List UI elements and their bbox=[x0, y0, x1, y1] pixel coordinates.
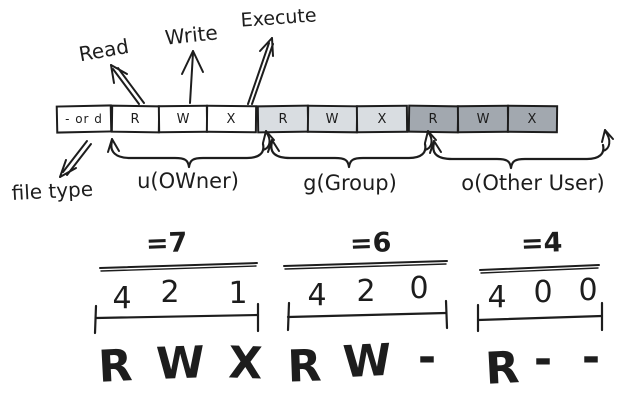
file-type-arrow-icon bbox=[59, 140, 92, 178]
owner-sum-underline bbox=[99, 262, 258, 272]
owner-letter-r: R bbox=[97, 340, 134, 393]
owner-x-cell-label: X bbox=[227, 112, 236, 127]
file-type-cell-label: - or d bbox=[65, 112, 103, 126]
write-arrow-icon bbox=[181, 50, 204, 104]
other-digit-4: 4 bbox=[487, 280, 506, 315]
group-cells: R W X bbox=[256, 104, 409, 134]
octal-example-group: =6 4 2 0 R W - bbox=[283, 227, 449, 393]
other-w-cell-label: W bbox=[477, 112, 490, 127]
owner-scope-label: u(OWner) bbox=[137, 169, 239, 193]
other-digit-0b: 0 bbox=[578, 273, 597, 308]
read-arrow-icon bbox=[110, 64, 145, 105]
other-letter-dash2: - bbox=[582, 332, 600, 383]
group-scope-label: g(Group) bbox=[303, 171, 397, 195]
owner-brace-icon bbox=[107, 130, 275, 169]
group-x-cell-label: X bbox=[378, 112, 387, 127]
group-brace-icon bbox=[267, 130, 437, 169]
group-letter-r: R bbox=[287, 340, 323, 392]
execute-arrow-icon bbox=[247, 37, 274, 105]
group-sum-underline bbox=[283, 260, 448, 270]
octal-example-other: =4 4 0 0 R - - bbox=[476, 227, 604, 395]
group-sum-label: =6 bbox=[349, 227, 391, 259]
other-sum-underline bbox=[479, 264, 600, 274]
owner-span-bracket bbox=[93, 302, 260, 335]
other-sum-label: =4 bbox=[520, 227, 562, 259]
octal-example-owner: =7 4 2 1 R W X bbox=[93, 227, 264, 393]
write-label: Write bbox=[164, 20, 219, 49]
other-span-bracket bbox=[476, 301, 604, 333]
other-r-cell-label: R bbox=[428, 112, 437, 127]
read-label: Read bbox=[77, 34, 131, 66]
owner-digit-4: 4 bbox=[112, 281, 131, 316]
group-letter-dash: - bbox=[418, 332, 436, 383]
execute-label: Execute bbox=[240, 4, 317, 31]
file-type-label: file type bbox=[11, 177, 94, 205]
owner-digit-1: 1 bbox=[228, 276, 247, 311]
owner-r-cell-label: R bbox=[130, 112, 139, 127]
owner-letter-w: W bbox=[155, 337, 205, 390]
owner-sum-label: =7 bbox=[145, 227, 187, 259]
group-r-cell-label: R bbox=[278, 112, 287, 127]
other-letter-dash1: - bbox=[534, 334, 552, 385]
other-scope-label: o(Other User) bbox=[461, 171, 604, 195]
owner-letter-x: X bbox=[228, 337, 264, 389]
owner-digit-2: 2 bbox=[160, 275, 179, 310]
group-digit-4: 4 bbox=[307, 278, 326, 313]
other-digit-0a: 0 bbox=[533, 275, 552, 310]
permission-bit-row: - or d R W X R W X R W X bbox=[55, 104, 559, 134]
group-digit-0: 0 bbox=[409, 271, 428, 306]
other-x-cell-label: X bbox=[528, 112, 537, 127]
group-span-bracket bbox=[286, 299, 449, 332]
owner-cells: R W X bbox=[110, 104, 258, 134]
other-cells: R W X bbox=[407, 104, 559, 134]
file-type-cell: - or d bbox=[55, 104, 113, 134]
group-letter-w: W bbox=[342, 335, 393, 388]
other-brace-icon bbox=[429, 129, 614, 170]
group-w-cell-label: W bbox=[326, 112, 339, 127]
owner-w-cell-label: W bbox=[177, 112, 190, 127]
other-letter-r: R bbox=[484, 342, 521, 395]
group-digit-2: 2 bbox=[356, 274, 375, 309]
